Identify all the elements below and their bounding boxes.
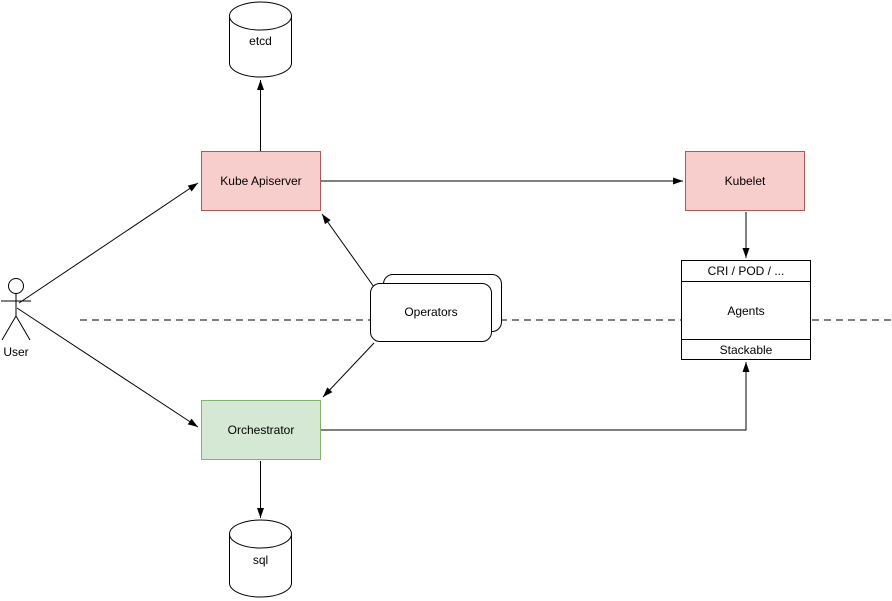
node-kube-apiserver[interactable]: Kube Apiserver	[201, 151, 321, 211]
node-orchestrator-label: Orchestrator	[227, 422, 295, 437]
node-orchestrator[interactable]: Orchestrator	[201, 400, 321, 460]
etcd-label: etcd	[249, 34, 272, 48]
sql-label: sql	[252, 553, 269, 567]
node-kubelet[interactable]: Kubelet	[685, 151, 805, 211]
node-kubelet-label: Kubelet	[724, 173, 766, 188]
agents-footer-row[interactable]: Stackable	[682, 339, 810, 359]
agents-header-label: CRI / POD / ...	[707, 264, 785, 278]
node-operators[interactable]: Operators	[370, 283, 492, 342]
node-operators-label: Operators	[404, 305, 458, 320]
node-agents-stack[interactable]: CRI / POD / ... Agents Stackable	[681, 260, 811, 360]
etcd-cylinder-shape[interactable]	[229, 1, 292, 78]
node-kube-apiserver-label: Kube Apiserver	[220, 173, 302, 188]
user-label: User	[3, 345, 29, 359]
sql-cylinder-shape[interactable]	[229, 519, 292, 598]
agents-body-row[interactable]: Agents	[682, 282, 810, 339]
edge-user-to-orchestrator	[16, 307, 199, 428]
agents-footer-label: Stackable	[719, 342, 773, 357]
edge-operators-to-apiserver	[321, 213, 375, 288]
edge-operators-to-orchestrator	[322, 342, 375, 398]
user-actor-shape[interactable]	[1, 278, 31, 341]
edge-user-to-apiserver	[18, 182, 199, 304]
edge-orchestrator-to-agents	[321, 362, 750, 431]
agents-body-label: Agents	[727, 303, 765, 318]
agents-header-row[interactable]: CRI / POD / ...	[682, 261, 810, 282]
